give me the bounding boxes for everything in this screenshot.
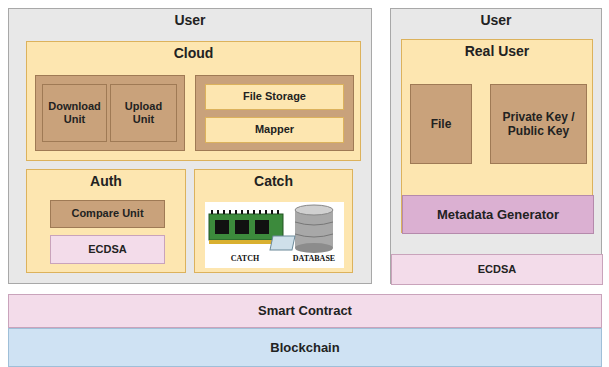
node-label: ECDSA bbox=[85, 243, 130, 256]
node-label: File Storage bbox=[240, 90, 309, 103]
node-label: User bbox=[477, 12, 514, 29]
node-label: User bbox=[171, 12, 208, 29]
auth-box: AuthCompare UnitECDSA bbox=[26, 169, 186, 273]
user-panel: UserReal UserFile Private Key / Public Ke… bbox=[390, 8, 602, 284]
node-label: Catch bbox=[251, 173, 296, 190]
storage-box: File Storage bbox=[205, 84, 344, 110]
node-label: Metadata Generator bbox=[434, 207, 562, 223]
node-label: Auth bbox=[87, 173, 125, 190]
blockchain-band: Blockchain bbox=[8, 328, 602, 367]
user-panel: UserCloudDownload UnitUpload Unit File St… bbox=[8, 8, 372, 284]
unit-box: Upload Unit bbox=[110, 84, 177, 142]
ecdsa-band: ECDSA bbox=[391, 254, 603, 285]
ecdsa-box: ECDSA bbox=[50, 235, 165, 264]
node-label: ECDSA bbox=[475, 263, 520, 276]
node-label: Private Key / Public Key bbox=[491, 110, 586, 139]
node-label: Upload Unit bbox=[111, 100, 176, 126]
smart-contract-band: Smart Contract bbox=[8, 294, 602, 328]
catch-box: CatchCATCH DATABASE bbox=[194, 169, 353, 273]
node-label: Cloud bbox=[171, 45, 217, 62]
node-label: Real User bbox=[462, 43, 533, 60]
compare-box: Compare Unit bbox=[50, 200, 165, 228]
unit-box: Download Unit bbox=[42, 84, 107, 142]
node-label: File bbox=[428, 117, 455, 131]
node-label: Download Unit bbox=[43, 100, 106, 126]
cloud-box: CloudDownload UnitUpload Unit File Storag… bbox=[26, 41, 361, 161]
metadata-band: Metadata Generator bbox=[402, 195, 594, 234]
node-label: Compare Unit bbox=[68, 207, 146, 220]
file-box: File bbox=[410, 84, 472, 164]
node-label: Smart Contract bbox=[255, 303, 355, 319]
node-label: Mapper bbox=[252, 123, 297, 136]
illustration-label: CATCH bbox=[231, 254, 259, 263]
node-label: Blockchain bbox=[267, 340, 342, 356]
illustration-label: DATABASE bbox=[293, 254, 335, 263]
real-user-box: Real UserFile Private Key / Public KeyMet… bbox=[401, 39, 593, 233]
mapper-box: Mapper bbox=[205, 117, 344, 143]
key-box: Private Key / Public Key bbox=[490, 84, 587, 164]
